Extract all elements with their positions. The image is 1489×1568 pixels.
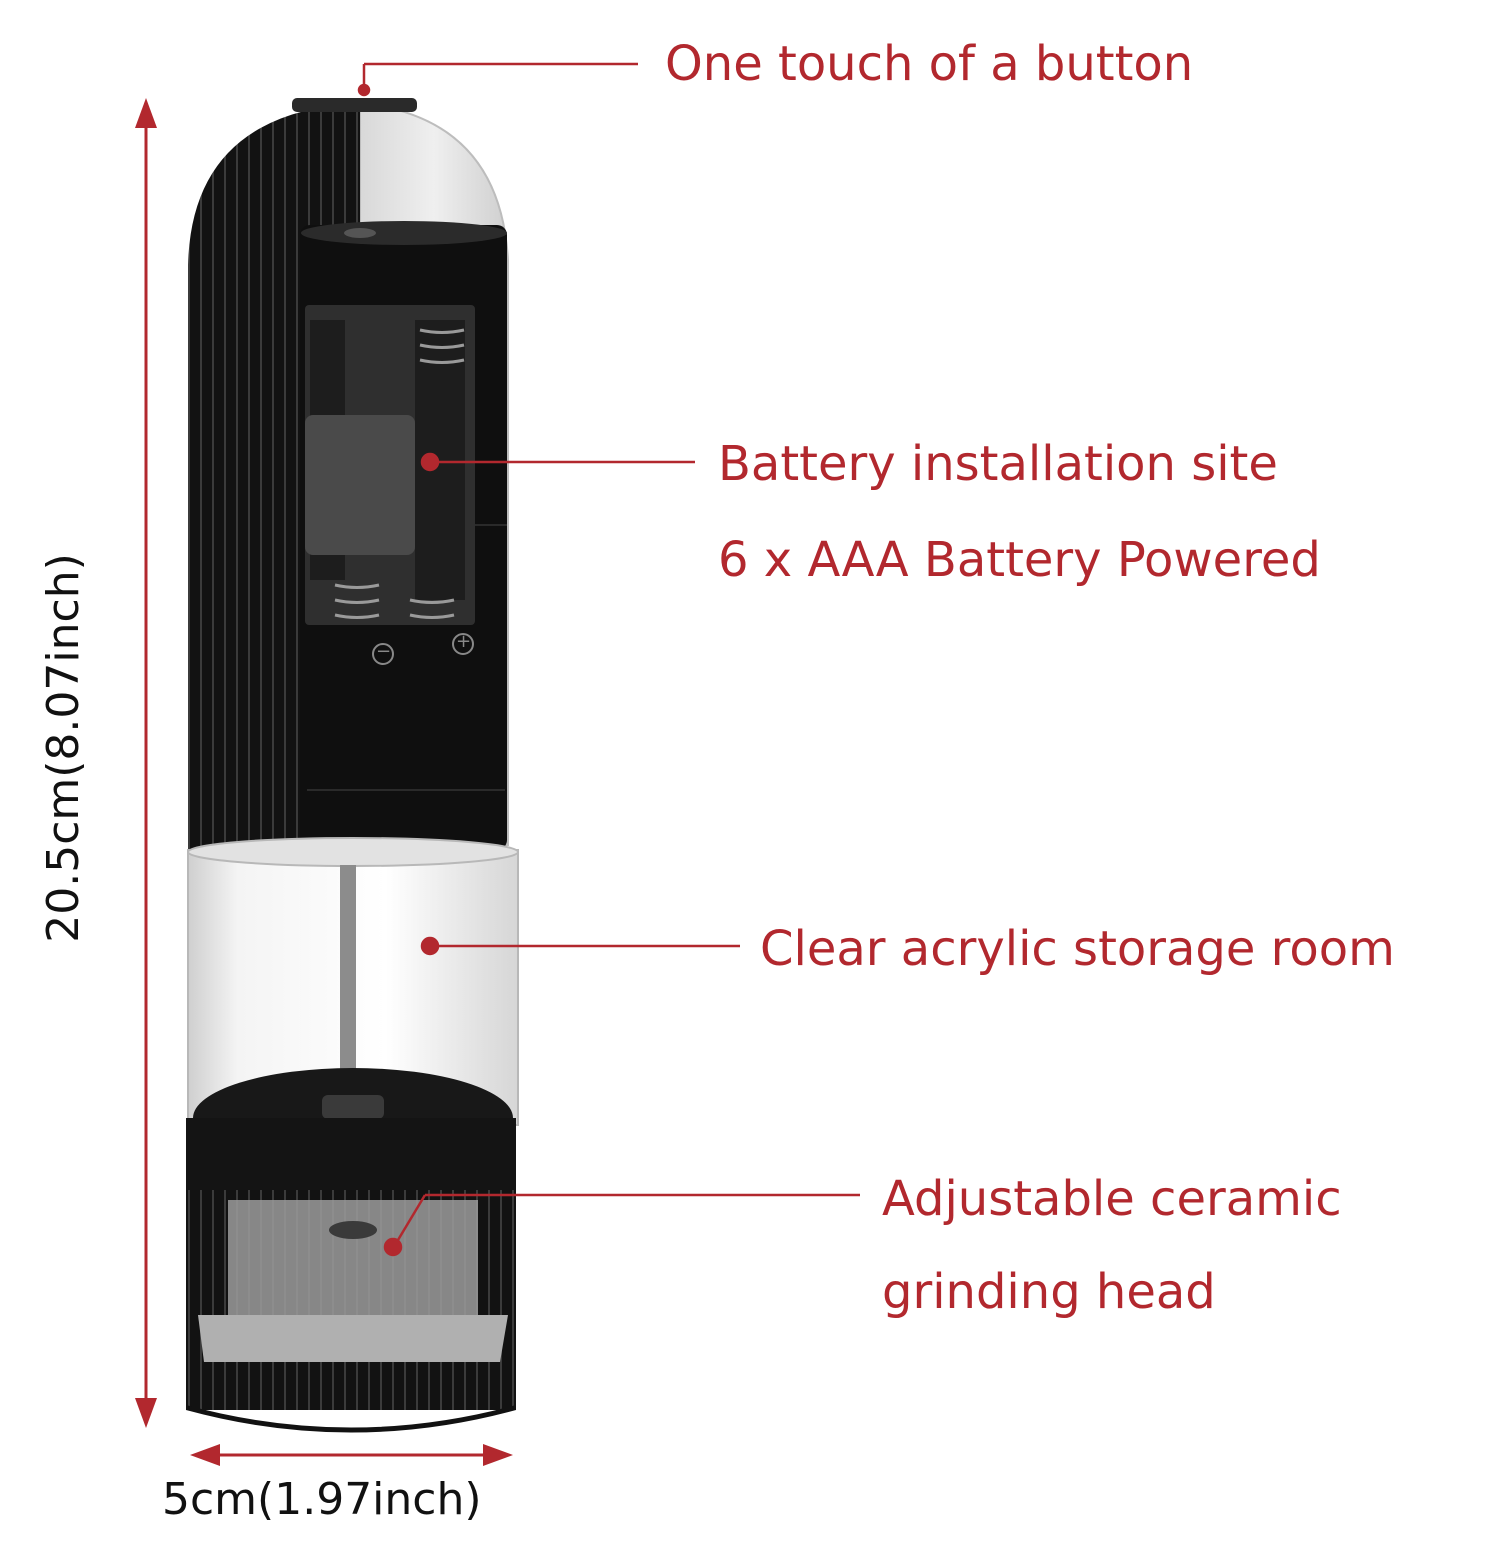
callout-battery-power: 6 x AAA Battery Powered — [718, 532, 1321, 588]
width-dimension: 5cm(1.97inch) — [162, 1474, 482, 1525]
callout-battery-site: Battery installation site — [718, 436, 1278, 492]
callout-grinding-head-line2: grinding head — [882, 1264, 1216, 1320]
lower-band — [186, 1118, 516, 1193]
callout-button: One touch of a button — [665, 36, 1194, 92]
minus-mark: − — [376, 641, 392, 662]
callout-grinding-head-line1: Adjustable ceramic — [882, 1171, 1342, 1227]
motor — [305, 415, 415, 555]
height-arrow — [135, 98, 157, 1428]
height-dimension: 20.5cm(8.07inch) — [38, 553, 89, 943]
callout-leaders — [357, 62, 860, 1257]
battery-plus-symbol — [452, 633, 474, 655]
battery-minus-symbol — [372, 643, 394, 665]
grinding-head — [228, 1200, 478, 1325]
callout-storage: Clear acrylic storage room — [760, 921, 1395, 977]
top-button — [292, 98, 417, 112]
plus-mark: + — [456, 631, 472, 652]
width-arrow — [190, 1444, 513, 1466]
